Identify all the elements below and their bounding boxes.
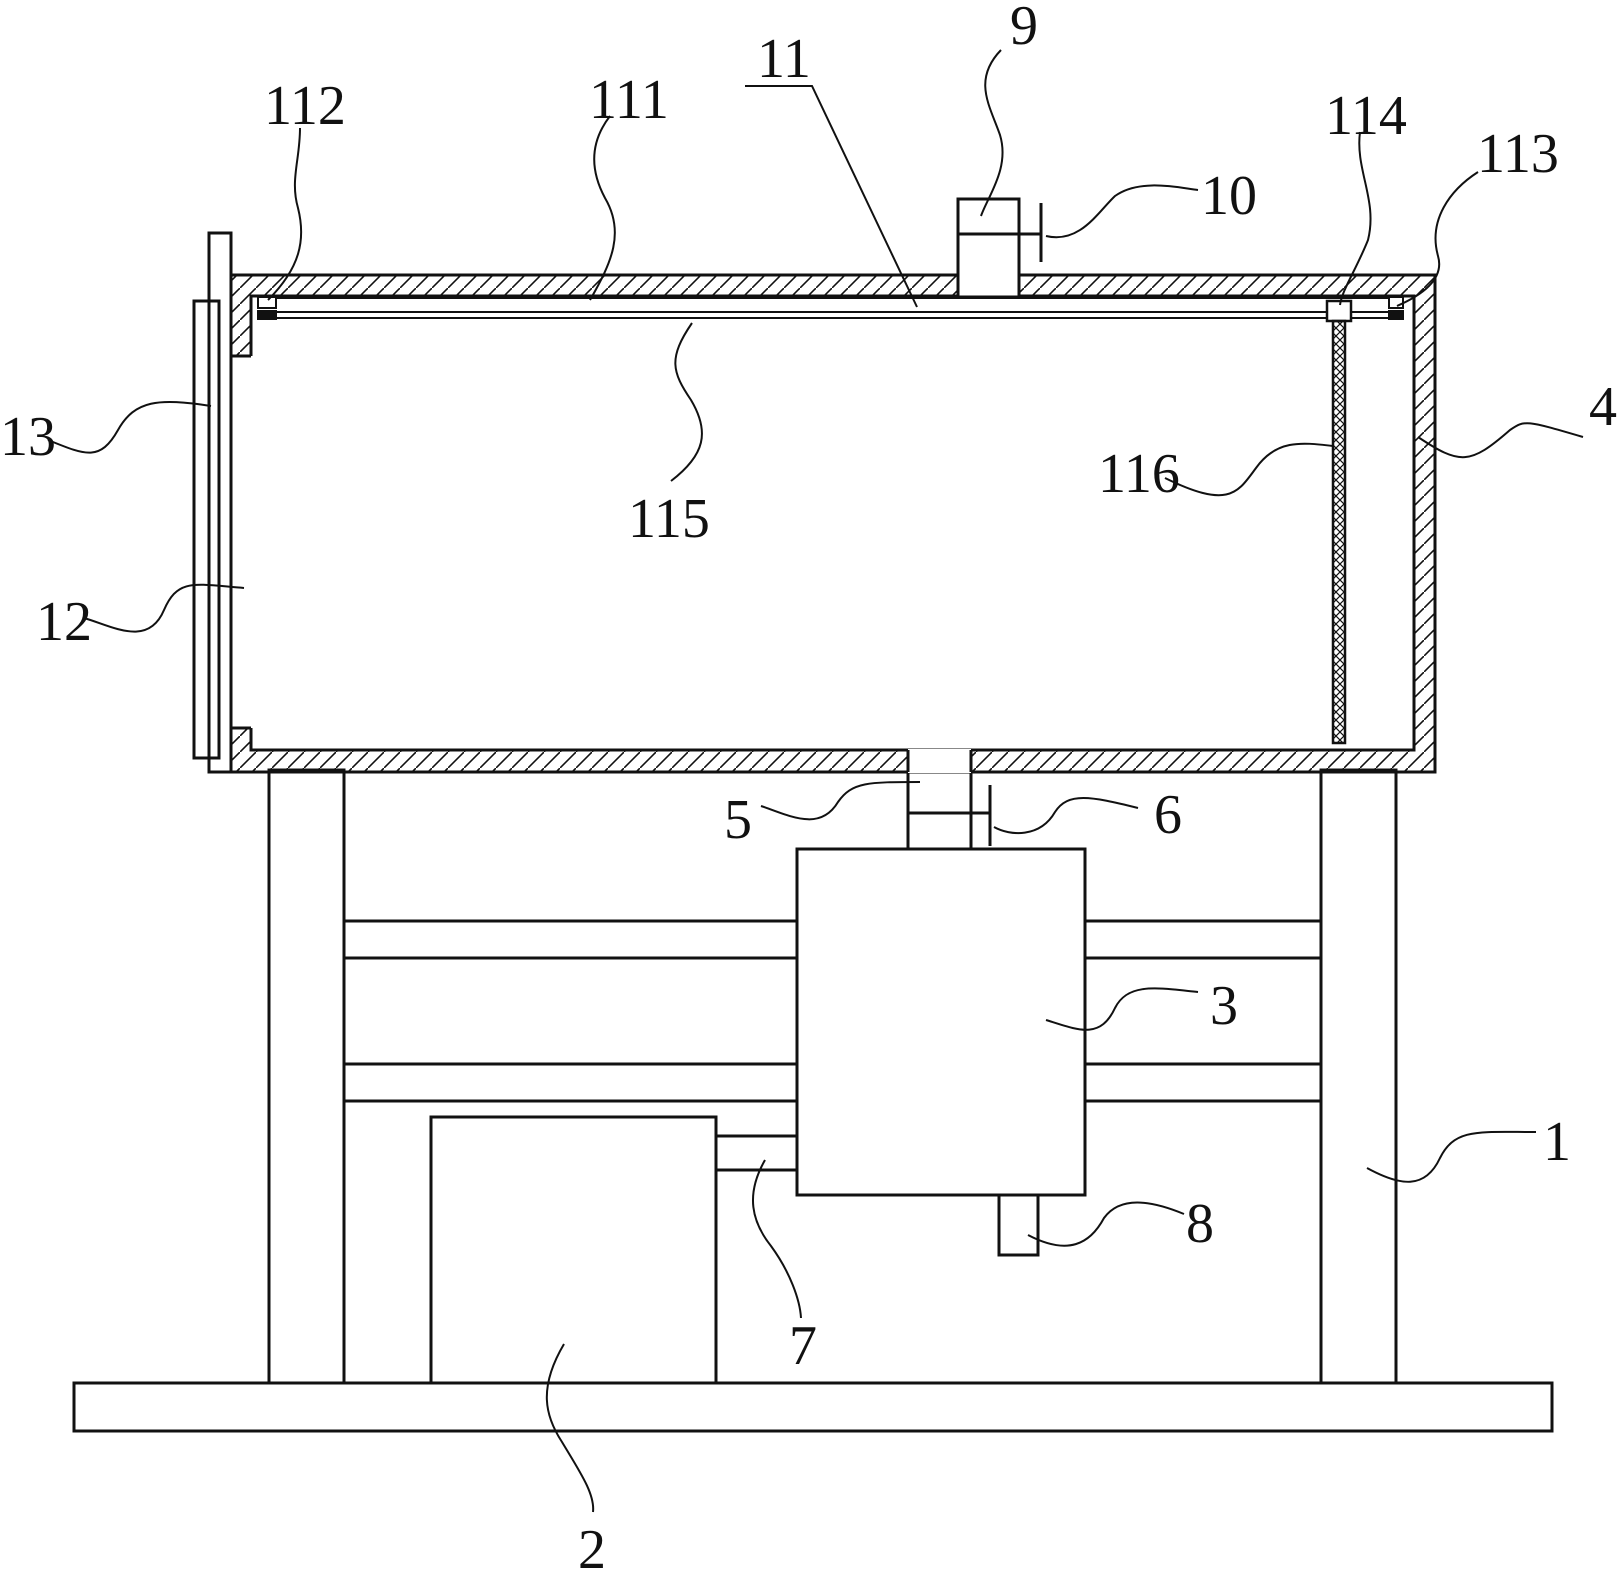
- label-115: 115: [628, 488, 710, 550]
- label-112: 112: [264, 75, 346, 137]
- top-valve: [1019, 203, 1043, 262]
- tank-bottom-opening: [908, 749, 971, 773]
- label-13: 13: [0, 406, 56, 468]
- label-111: 111: [589, 69, 669, 131]
- pump-body: [795, 847, 1087, 1197]
- label-10: 10: [1201, 165, 1257, 227]
- tank-shell: [229, 273, 1437, 774]
- lower-valve: [971, 785, 992, 846]
- label-8: 8: [1186, 1193, 1214, 1255]
- guide-rail: [262, 297, 1400, 319]
- label-1: 1: [1543, 1111, 1571, 1173]
- motor-box: [429, 1115, 718, 1385]
- leader-lines: [47, 49, 1584, 1513]
- frame-legs: [267, 768, 1398, 1385]
- right-bearing-block: [1388, 296, 1404, 320]
- scraper-brush: [1331, 319, 1347, 745]
- label-12: 12: [36, 591, 92, 653]
- slider-block: [1325, 299, 1353, 323]
- side-window-opening: [231, 356, 253, 728]
- left-bearing-block: [257, 296, 277, 320]
- base-plate: [72, 1381, 1554, 1433]
- top-opening-cover: [958, 273, 1019, 298]
- label-113: 113: [1477, 123, 1559, 185]
- label-114: 114: [1325, 85, 1407, 147]
- label-11: 11: [757, 28, 811, 90]
- label-7: 7: [789, 1315, 817, 1377]
- outlet-pipe: [997, 1193, 1040, 1257]
- sight-panel: [192, 231, 233, 774]
- label-3: 3: [1210, 975, 1238, 1037]
- label-9: 9: [1010, 0, 1038, 57]
- label-6: 6: [1154, 784, 1182, 846]
- frame-crossbars: [342, 919, 1323, 1103]
- label-5: 5: [724, 789, 752, 851]
- label-2: 2: [578, 1519, 606, 1574]
- label-116: 116: [1098, 443, 1180, 505]
- connecting-pipe: [714, 1134, 799, 1172]
- label-4: 4: [1589, 376, 1617, 438]
